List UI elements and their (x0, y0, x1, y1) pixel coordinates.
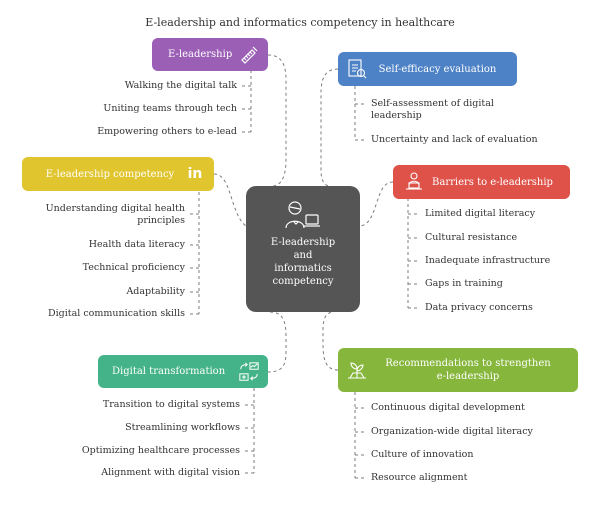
diagram-title: E-leadership and informatics competency … (145, 16, 455, 29)
list-item: Culture of innovation (371, 449, 474, 460)
list-item: Alignment with digital vision (101, 467, 240, 478)
node-eleadership-label: E-leadership (168, 49, 233, 60)
list-item: Data privacy concerns (425, 302, 533, 313)
node-recommendations-label-line: e-leadership (436, 371, 500, 382)
node-selfefficacy: Self-efficacy evaluation (338, 52, 517, 86)
list-item: Continuous digital development (371, 402, 525, 413)
list-item: Self-assessment of digital leadership (371, 98, 494, 121)
center-label-line: E-leadership (270, 237, 336, 248)
list-item: Uncertainty and lack of evaluation (371, 134, 538, 145)
list-item: Adaptability (126, 286, 185, 297)
center-label-line: competency (272, 276, 334, 287)
list-item: Limited digital literacy (425, 208, 536, 219)
list-item: Inadequate infrastructure (425, 255, 551, 266)
node-eleadership: E-leadership (152, 38, 268, 71)
list-item: Digital communication skills (48, 308, 185, 319)
list-item: Gaps in training (425, 278, 503, 289)
list-item: Technical proficiency (82, 262, 185, 273)
node-recommendations-label-line: Recommendations to strengthen (385, 358, 551, 369)
list-item: Walking the digital talk (124, 80, 237, 91)
node-barriers-label: Barriers to e-leadership (432, 176, 553, 188)
node-recommendations-label: Recommendations to strengthen e-leadersh… (368, 357, 568, 383)
list-item: Streamlining workflows (125, 422, 240, 433)
leader-laptop-icon (285, 201, 320, 229)
list-item: Transition to digital systems (102, 399, 240, 410)
node-recommendations: Recommendations to strengthen e-leadersh… (338, 348, 578, 392)
node-competency-label: E-leadership competency (45, 168, 175, 180)
list-item: Empowering others to e-lead (97, 126, 237, 137)
connector-competency (213, 173, 247, 227)
center-node: E-leadership and informatics competency (246, 186, 360, 312)
list-item: Understanding digital health principles (45, 203, 185, 226)
node-competency: E-leadership competency in (22, 157, 214, 191)
connector-barriers (359, 181, 394, 227)
node-transformation: Digital transformation (98, 355, 268, 388)
list-item: Resource alignment (371, 472, 468, 483)
growth-icon (346, 359, 368, 381)
center-label-line: informatics (274, 263, 332, 274)
node-barriers: Barriers to e-leadership (393, 165, 570, 199)
person-laptop-icon (403, 171, 425, 193)
center-label-line: and (293, 250, 313, 261)
connector-recommendations (322, 311, 339, 371)
node-selfefficacy-label: Self-efficacy evaluation (378, 63, 497, 75)
checklist-icon (346, 58, 368, 80)
node-transformation-label: Digital transformation (112, 366, 226, 377)
list-item: Optimizing healthcare processes (81, 445, 240, 456)
list-item: Health data literacy (88, 239, 185, 250)
list-item: Uniting teams through tech (103, 103, 237, 114)
linkedin-icon: in (187, 166, 203, 182)
transform-icon (238, 361, 260, 383)
connector-eleadership (267, 54, 287, 187)
pen-ruler-icon (238, 44, 260, 66)
connector-transformation (267, 311, 287, 373)
connector-selfefficacy (320, 68, 339, 187)
list-item: Organization-wide digital literacy (371, 426, 533, 437)
list-item: Cultural resistance (425, 232, 518, 243)
